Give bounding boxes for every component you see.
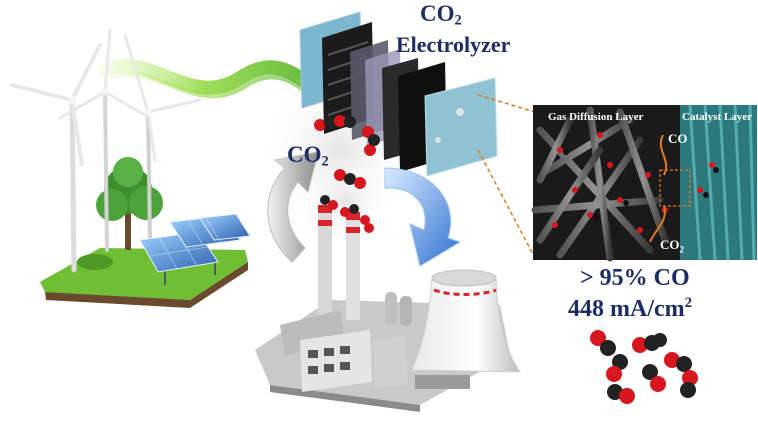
cycle-arrows xyxy=(267,151,462,267)
inset-micrograph xyxy=(531,104,757,262)
selectivity-label: > 95% CO xyxy=(580,265,690,291)
co-molecules xyxy=(590,330,698,404)
wind-turbines xyxy=(10,28,202,273)
co2-input-label: CO2 xyxy=(287,142,329,170)
current-density-label: 448 mA/cm2 xyxy=(568,295,693,322)
leader-lines xyxy=(477,94,536,259)
electrolyzer-title: Electrolyzer xyxy=(396,32,511,57)
electrolyzer-stack xyxy=(299,11,498,177)
grass-island xyxy=(40,248,248,308)
inset-co-label: CO xyxy=(668,131,688,146)
gas-diffusion-layer-label: Gas Diffusion Layer xyxy=(548,111,644,123)
green-energy-wave xyxy=(98,58,312,99)
catalyst-layer-label: Catalyst Layer xyxy=(682,111,752,123)
electrolyzer-title-formula: CO2 xyxy=(420,1,462,29)
co2-molecules xyxy=(314,115,380,233)
inset-co2-label: CO2 xyxy=(660,237,684,255)
power-plant xyxy=(255,205,521,412)
tree xyxy=(96,157,163,250)
solar-panels xyxy=(139,213,251,285)
